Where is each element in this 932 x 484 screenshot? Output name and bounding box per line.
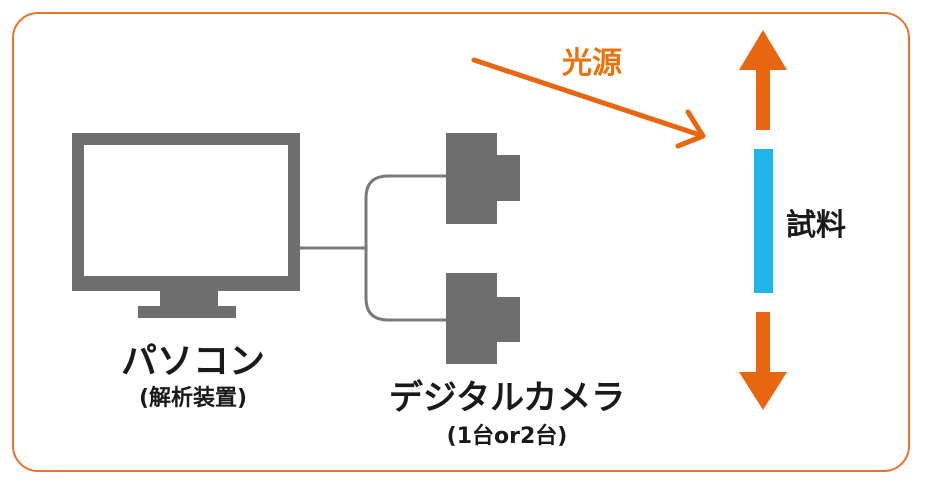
- camera-lens: [497, 155, 520, 201]
- sample-bar: [754, 149, 773, 293]
- pc-label: パソコン: [120, 341, 265, 382]
- camera-bottom-icon: [446, 273, 520, 364]
- cable: [300, 174, 448, 322]
- light-ray: [471, 57, 706, 139]
- arrow-up-shaft: [756, 58, 770, 130]
- arrow-down-head: [739, 372, 787, 410]
- arrow-down-shaft: [756, 312, 770, 382]
- camera-label: デジタルカメラ: [388, 378, 626, 418]
- monitor-icon: [72, 133, 300, 318]
- pc-sublabel: (解析装置): [138, 386, 248, 411]
- camera-body: [446, 273, 497, 364]
- monitor-base: [138, 306, 236, 318]
- light-ray-head: [675, 109, 706, 149]
- monitor-screen: [84, 145, 288, 276]
- sample-label: 試料: [786, 208, 846, 243]
- arrow-up-icon: [739, 30, 787, 130]
- camera-top-icon: [446, 133, 520, 224]
- monitor-neck: [160, 291, 218, 306]
- camera-lens: [497, 297, 520, 342]
- cable-split: [364, 174, 448, 322]
- arrow-up-head: [739, 30, 787, 70]
- light-source-label: 光源: [562, 46, 622, 81]
- camera-sublabel: (1台or2台): [446, 424, 568, 449]
- camera-body: [446, 133, 497, 224]
- diagram-frame: [12, 12, 910, 472]
- arrow-down-icon: [739, 312, 787, 410]
- light-arrow-icon: [471, 57, 706, 149]
